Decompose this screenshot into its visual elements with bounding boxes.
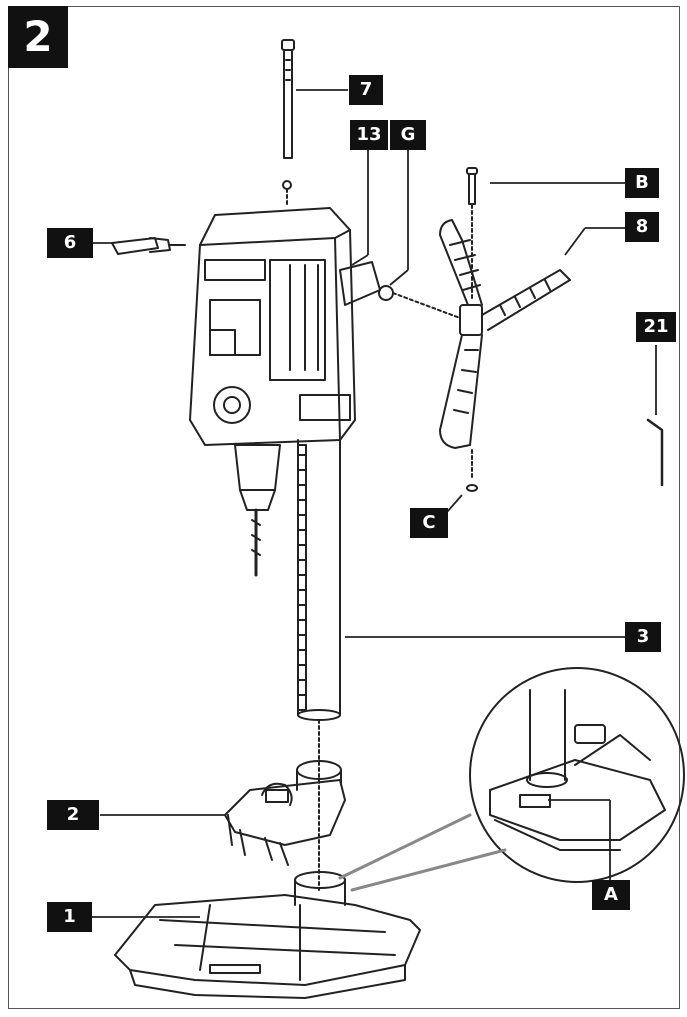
callout-21: 21 xyxy=(636,312,676,342)
callout-13: 13 xyxy=(350,120,388,150)
callout-b: B xyxy=(625,168,659,198)
column-3-icon xyxy=(297,439,341,721)
nut-c-icon xyxy=(466,484,478,492)
long-bolt-7-icon xyxy=(281,39,295,159)
screw-b-icon xyxy=(466,167,478,205)
callout-1: 1 xyxy=(47,902,92,932)
three-spoke-handle-8-icon xyxy=(439,219,571,449)
callout-c: C xyxy=(410,508,448,538)
callout-6: 6 xyxy=(47,228,93,258)
callout-3: 3 xyxy=(625,622,661,652)
clamp-2-icon xyxy=(224,760,346,866)
callout-g: G xyxy=(390,120,426,150)
callout-7: 7 xyxy=(349,75,383,105)
callout-8: 8 xyxy=(625,212,659,242)
base-1-icon xyxy=(114,871,421,999)
figure-frame xyxy=(8,6,680,1009)
leader-lines xyxy=(92,89,657,918)
washer-icon xyxy=(282,180,292,190)
chuck-key-6-icon xyxy=(111,237,186,255)
zoom-detail-a-icon xyxy=(469,667,685,883)
callout-a: A xyxy=(592,880,630,910)
rack-icon xyxy=(297,444,307,711)
hex-key-21-icon xyxy=(646,418,664,487)
drill-body-icon xyxy=(189,207,394,577)
figure-number: 2 xyxy=(8,6,68,68)
callout-2: 2 xyxy=(47,800,99,830)
